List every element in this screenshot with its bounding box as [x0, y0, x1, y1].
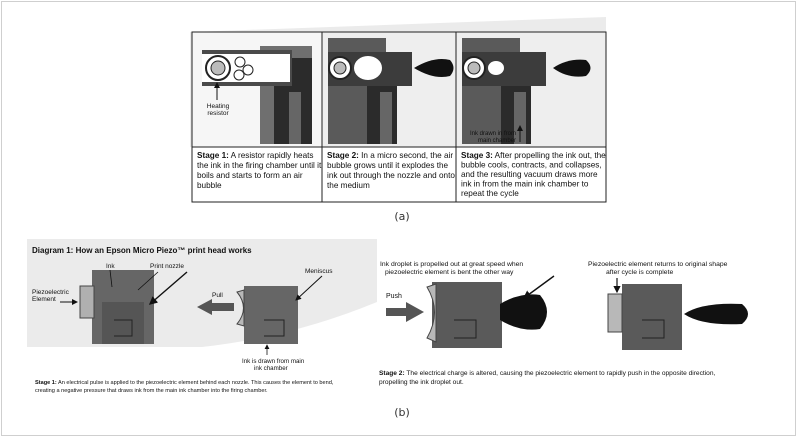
print-nozzle-label: Print nozzle: [150, 263, 184, 270]
stage2-text-a: Stage 2: In a micro second, the air bubb…: [327, 151, 457, 190]
thermal-panel-3: Ink drawn in from main chamber: [455, 31, 607, 148]
stage3-text-a: Stage 3: After propelling the ink out, t…: [461, 151, 608, 198]
piezo-head-4: Piezoelectric element returns to origina…: [588, 261, 748, 350]
heating-resistor-label-2: resistor: [207, 110, 229, 117]
piezo-head-1: Ink Print nozzle Piezoelectric Element: [32, 263, 188, 344]
ink-drawn-b-2: ink chamber: [254, 365, 288, 372]
heating-resistor-label-1: Heating: [207, 103, 230, 110]
returns-label-2: after cycle is complete: [606, 269, 673, 276]
stage-descriptions-a: Stage 1: A resistor rapidly heats the in…: [191, 146, 608, 203]
returns-label-1: Piezoelectric element returns to origina…: [588, 261, 728, 268]
ink-drawn-label-1: Ink drawn in from: [470, 131, 516, 137]
piezo-head-2: Meniscus Ink is drawn from main ink cham…: [236, 268, 333, 372]
thermal-panel-2: [321, 31, 457, 148]
meniscus-label: Meniscus: [305, 268, 333, 275]
stage1-text-a: Stage 1: A resistor rapidly heats the in…: [197, 151, 324, 190]
ink-drawn-b-1: Ink is drawn from main: [242, 358, 305, 365]
stage2-text-b: Stage 2: The electrical charge is altere…: [379, 370, 717, 386]
caption-a: (a): [394, 210, 409, 223]
pull-label: Pull: [212, 292, 223, 299]
droplet-label-2: piezoelectric element is bent the other …: [385, 269, 514, 276]
stage1-text-b: Stage 1: An electrical pulse is applied …: [35, 380, 335, 394]
caption-b: (b): [394, 406, 410, 419]
push-label: Push: [386, 293, 402, 300]
piezo-element-label-1: Piezoelectric: [32, 289, 70, 296]
diagram-title: Diagram 1: How an Epson Micro Piezo™ pri…: [32, 246, 252, 255]
piezo-element-label-2: Element: [32, 296, 56, 303]
thermal-panel-1: Heating resistor: [191, 31, 323, 148]
figure-a: Heating resistor Ink drawn in fro: [190, 17, 608, 223]
ink-label: Ink: [106, 263, 115, 270]
ink-drawn-label-2: main chamber: [478, 138, 516, 144]
piezo-head-3: Push Ink droplet is propelled out at gre…: [380, 261, 555, 348]
pull-arrow: Pull: [197, 292, 234, 315]
figure-b: Diagram 1: How an Epson Micro Piezo™ pri…: [27, 239, 748, 419]
droplet-label-1: Ink droplet is propelled out at great sp…: [380, 261, 523, 268]
